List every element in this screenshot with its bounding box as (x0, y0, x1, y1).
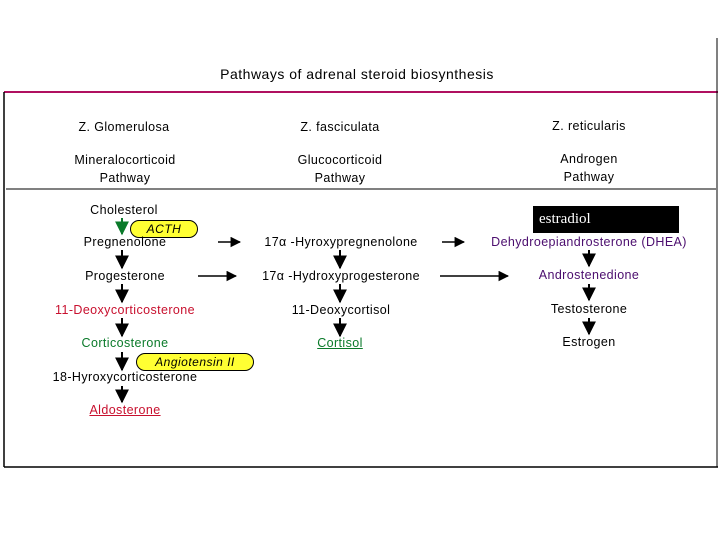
androstenedione-label: Androstenedione (538, 268, 640, 282)
angiotensin-regulator-badge: Angiotensin II (136, 353, 254, 371)
hydroxycorticosterone-label: 18-Hyroxycorticosterone (52, 370, 198, 384)
pregnenolone-label: Pregnenolone (83, 235, 167, 249)
hydroxyprogesterone-label: 17α -Hydroxyprogesterone (262, 269, 420, 283)
androgen-pathway-label: Androgen Pathway (560, 152, 618, 184)
hydroxypregnenolone-label: 17α -Hyroxypregnenolone (264, 235, 418, 249)
deoxycorticosterone-label: 11-Deoxycorticosterone (55, 303, 195, 317)
zone-glomerulosa: Z. Glomerulosa (78, 120, 170, 134)
zone-reticularis: Z. reticularis (552, 119, 626, 133)
cortisol-label: Cortisol (317, 336, 363, 350)
aldosterone-label: Aldosterone (89, 403, 161, 417)
estradiol-overlay-label: estradiol (533, 206, 679, 233)
glucocorticoid-pathway-label: Glucocorticoid Pathway (297, 153, 383, 185)
diagram-title: Pathways of adrenal steroid biosynthesis (220, 66, 494, 82)
corticosterone-label: Corticosterone (81, 336, 169, 350)
cholesterol-label: Cholesterol (90, 203, 158, 217)
dhea-label: Dehydroepiandrosterone (DHEA) (491, 235, 687, 249)
estrogen-label: Estrogen (562, 335, 616, 349)
mineralocorticoid-pathway-label: Mineralocorticoid Pathway (74, 153, 176, 185)
acth-regulator-badge: ACTH (130, 220, 198, 238)
zone-fasciculata: Z. fasciculata (300, 120, 380, 134)
testosterone-label: Testosterone (550, 302, 628, 316)
progesterone-label: Progesterone (85, 269, 165, 283)
deoxycortisol-label: 11-Deoxycortisol (291, 303, 391, 317)
